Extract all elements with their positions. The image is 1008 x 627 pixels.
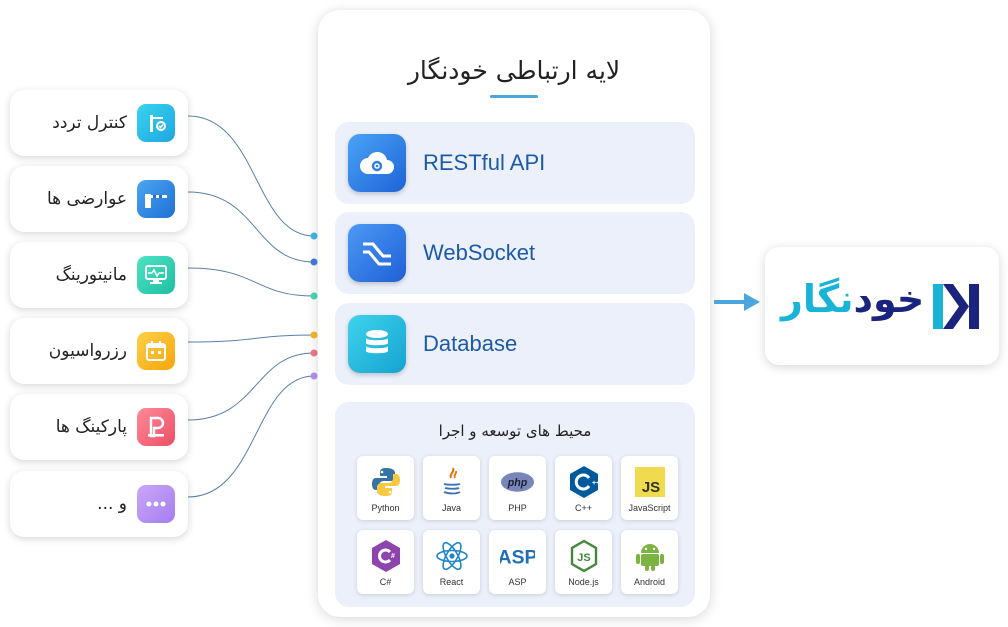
- card-parking[interactable]: پارکینگ ها: [10, 394, 188, 460]
- brand-name: خودنگار: [781, 277, 924, 321]
- tech-android[interactable]: Android: [621, 530, 678, 594]
- connector-dot: [310, 232, 318, 240]
- svg-text:php: php: [507, 476, 528, 488]
- websocket-icon: [348, 224, 406, 282]
- parking-icon: [137, 408, 175, 446]
- tech-react[interactable]: React: [423, 530, 480, 594]
- card-monitoring[interactable]: مانیتورینگ: [10, 242, 188, 308]
- dev-environments-box: محیط های توسعه و اجرا Python Java php PH…: [335, 402, 695, 607]
- layer-label: Database: [423, 331, 518, 356]
- php-icon: php: [500, 464, 535, 499]
- more-icon: [137, 485, 175, 523]
- tech-label: C++: [574, 503, 592, 513]
- connector-line: [187, 191, 315, 263]
- tech-javascript[interactable]: JS JavaScript: [621, 456, 678, 520]
- tech-java[interactable]: Java: [423, 456, 480, 520]
- csharp-icon: #: [368, 538, 403, 573]
- layer-label: WebSocket: [423, 240, 536, 265]
- nodejs-icon: JS: [566, 538, 601, 573]
- card-label: و ...: [97, 494, 127, 514]
- tech-label: Node.js: [568, 577, 599, 587]
- tech-label: Java: [441, 503, 461, 513]
- svg-text:JS: JS: [577, 552, 590, 564]
- card-toll[interactable]: عوارضی ها: [10, 166, 188, 232]
- tech-asp[interactable]: ASP ASP: [489, 530, 546, 594]
- tech-csharp[interactable]: # C#: [357, 530, 414, 594]
- env-title: محیط های توسعه و اجرا: [438, 422, 592, 440]
- tech-cpp[interactable]: ++ C++: [555, 456, 612, 520]
- asp-icon: ASP: [500, 538, 535, 573]
- svg-text:ASP: ASP: [500, 546, 535, 568]
- tech-label: Android: [633, 577, 666, 587]
- layer-label: RESTful API: [423, 150, 546, 175]
- android-icon: [632, 538, 667, 573]
- tech-label: JavaScript: [628, 503, 671, 513]
- arrow-right-icon: [714, 293, 760, 311]
- connector-dot: [310, 258, 318, 266]
- python-icon: [368, 464, 403, 499]
- turnstile-icon: [137, 104, 175, 142]
- card-more[interactable]: و ...: [10, 471, 188, 537]
- connector-dot: [310, 349, 318, 357]
- brand-card[interactable]: خودنگار: [765, 247, 999, 365]
- java-icon: [434, 464, 469, 499]
- connector-dot: [310, 292, 318, 300]
- title-underline: [490, 95, 538, 98]
- svg-text:#: #: [391, 553, 395, 560]
- card-label: مانیتورینگ: [55, 265, 127, 285]
- cpp-icon: ++: [566, 464, 601, 499]
- connector-line: [187, 375, 315, 498]
- connector-line: [187, 334, 315, 343]
- layer-websocket[interactable]: WebSocket: [335, 212, 695, 294]
- tech-python[interactable]: Python: [357, 456, 414, 520]
- card-label: عوارضی ها: [46, 189, 127, 209]
- react-icon: [434, 538, 469, 573]
- connector-dot: [310, 372, 318, 380]
- tech-label: PHP: [508, 503, 527, 513]
- connector-line: [187, 267, 315, 297]
- svg-text:JS: JS: [641, 479, 659, 496]
- panel-title: لایه ارتباطی خودنگار: [407, 56, 621, 85]
- connector-dot: [310, 331, 318, 339]
- brand-name-part1: خود: [853, 277, 925, 321]
- javascript-icon: JS: [632, 464, 667, 499]
- card-label: رزرواسیون: [48, 341, 127, 361]
- communication-layer-panel: لایه ارتباطی خودنگار RESTful API WebSock…: [318, 10, 710, 617]
- layer-database[interactable]: Database: [335, 303, 695, 385]
- cloud-gear-icon: [348, 134, 406, 192]
- database-icon: [348, 315, 406, 373]
- tech-nodejs[interactable]: JS Node.js: [555, 530, 612, 594]
- khodnegar-logo-icon: [933, 284, 979, 329]
- tech-label: C#: [379, 577, 392, 587]
- tech-label: ASP: [508, 577, 527, 587]
- tech-php[interactable]: php PHP: [489, 456, 546, 520]
- connector-line: [187, 115, 315, 237]
- monitor-icon: [137, 256, 175, 294]
- layer-restful-api[interactable]: RESTful API: [335, 122, 695, 204]
- tech-label: React: [439, 577, 464, 587]
- card-reservation[interactable]: رزرواسیون: [10, 318, 188, 384]
- calendar-icon: [137, 332, 175, 370]
- connector-line: [187, 352, 315, 421]
- tech-label: Python: [371, 503, 400, 513]
- brand-name-part2: نگار: [781, 277, 854, 321]
- card-access-control[interactable]: کنترل تردد: [10, 90, 188, 156]
- toll-gate-icon: [137, 180, 175, 218]
- card-label: کنترل تردد: [52, 113, 127, 133]
- card-label: پارکینگ ها: [55, 417, 127, 437]
- svg-text:++: ++: [592, 480, 600, 487]
